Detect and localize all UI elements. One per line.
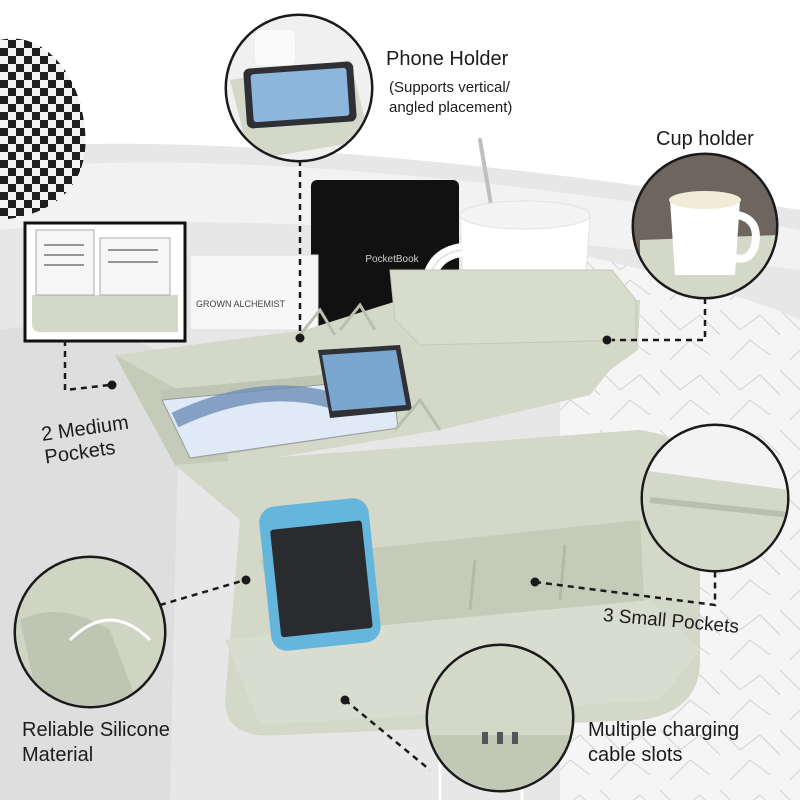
leader-medium [63,340,111,392]
leader-cable [344,699,431,771]
leader-cup [612,298,707,342]
cable-slots-title: Multiple charging cable slots [588,719,740,766]
cup-holder-title: Cup holder [656,128,754,150]
leader-small [534,570,717,607]
cosmetic-box: GROWN ALCHEMIST [189,254,319,331]
couch-arm-organizer [115,269,710,800]
silicone-material-inset [13,555,167,709]
phone-holder-inset [224,13,374,163]
silicone-material-title: Reliable Silicone Material [22,719,170,766]
phone-holder-subtitle: (Supports vertical/ angled placement) [389,79,513,116]
leader-silicone [159,578,246,607]
medium-pockets-inset [23,221,187,343]
phone-holder-title: Phone Holder [386,48,509,70]
leader-lines [63,160,717,771]
box-brand: GROWN ALCHEMIST [196,299,286,309]
leader-dots [107,333,612,705]
houndstooth-pillow [0,38,86,220]
small-pockets-inset [640,423,790,573]
cup-holder-inset [631,152,779,300]
ereader-brand: PocketBook [365,254,419,265]
cable-slots-inset [425,643,575,793]
